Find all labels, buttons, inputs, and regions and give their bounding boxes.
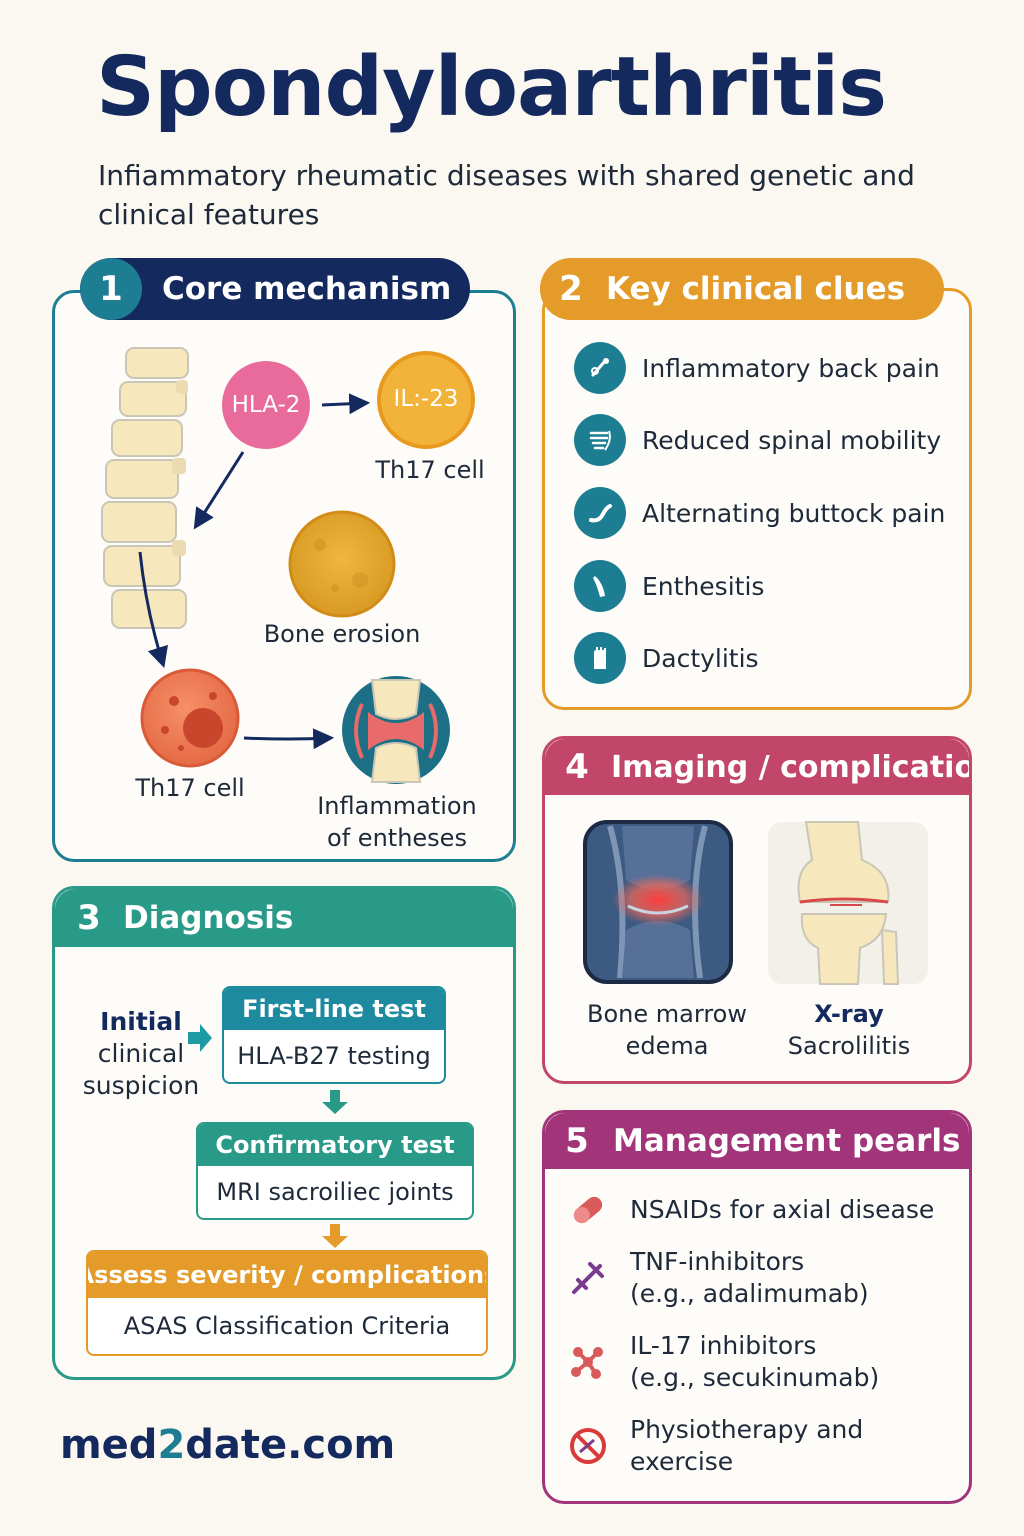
diagnosis-number: 3 <box>65 894 113 942</box>
subtitle-line-1: Infiammatory rheumatic diseases with sha… <box>98 159 915 192</box>
bone-marrow-label: Bone marrow edema <box>578 998 756 1062</box>
management-line-1: TNF-inhibitors <box>630 1247 805 1276</box>
management-item: IL-17 inhibitors (e.g., secukinumab) <box>568 1330 879 1394</box>
xray-line-2: Sacrolilitis <box>787 1032 911 1060</box>
clues-header: 2 Key clinical clues <box>540 258 944 320</box>
clue-label: Reduced spinal mobility <box>642 425 942 455</box>
confirmatory-test-box: Confirmatory test MRI sacroiliec joints <box>196 1122 474 1220</box>
assess-severity-title: Assess severity / complications <box>88 1252 486 1298</box>
management-text: TNF-inhibitors (e.g., adalimumab) <box>630 1246 869 1310</box>
imaging-number: 4 <box>553 743 601 791</box>
inflammation-line-1: Inflammation <box>317 792 477 820</box>
management-header: 5 Management pearls <box>545 1113 969 1169</box>
management-item: TNF-inhibitors (e.g., adalimumab) <box>568 1246 869 1310</box>
clue-item: Dactylitis <box>574 632 759 684</box>
clue-label: Dactylitis <box>642 643 759 673</box>
mri-line-1: Bone marrow <box>587 1000 747 1028</box>
imaging-title: Imaging / complications <box>611 749 969 785</box>
mechanism-number: 1 <box>80 258 142 320</box>
confirmatory-test-value: MRI sacroiliec joints <box>216 1178 454 1206</box>
mechanism-title: Core mechanism <box>162 271 452 307</box>
molecule-icon <box>571 1347 603 1379</box>
xray-line-1: X-ray <box>814 1000 884 1028</box>
first-line-test-title: First-line test <box>224 988 444 1030</box>
back-pain-icon <box>574 342 626 394</box>
management-card <box>542 1110 972 1504</box>
clue-label: Alternating buttock pain <box>642 498 946 528</box>
brand-post: date.com <box>185 1422 396 1468</box>
management-item: Physiotherapy and exercise <box>568 1414 863 1478</box>
enthesitis-icon <box>574 560 626 612</box>
clue-label: Inflammatory back pain <box>642 353 940 383</box>
confirmatory-test-title: Confirmatory test <box>198 1124 472 1166</box>
initial-line-2: clinical <box>97 1039 185 1068</box>
hla-label: HLA-2 <box>231 392 301 418</box>
buttock-pain-icon <box>574 487 626 539</box>
first-line-test-value: HLA-B27 testing <box>237 1042 431 1070</box>
clue-item: Alternating buttock pain <box>574 487 945 539</box>
assess-severity-value: ASAS Classification Criteria <box>123 1312 451 1340</box>
management-line-1: IL-17 inhibitors <box>630 1331 817 1360</box>
th17-bottom-label: Th17 cell <box>135 774 245 802</box>
initial-line-1: Initial <box>100 1007 182 1036</box>
brand-logo[interactable]: med2date.com <box>60 1422 395 1468</box>
clue-item: Enthesitis <box>574 560 764 612</box>
nsaid-pill-icon <box>573 1196 603 1224</box>
initial-line-3: suspicion <box>82 1071 200 1100</box>
xray-label: X-ray Sacrolilitis <box>774 998 924 1062</box>
mri-line-2: edema <box>625 1032 709 1060</box>
initial-suspicion-label: Initial clinical suspicion <box>76 1006 206 1102</box>
no-symbol-icon <box>570 1428 606 1464</box>
management-line-2: (e.g., adalimumab) <box>630 1279 869 1308</box>
th17-top-label: Th17 cell <box>375 456 485 484</box>
diagnosis-title: Diagnosis <box>123 900 294 936</box>
il23-label: IL:-23 <box>393 386 459 412</box>
subtitle-line-2: clinical features <box>98 198 320 231</box>
management-item: NSAIDs for axial disease <box>568 1190 934 1230</box>
inflammation-label: Inflammation of entheses <box>306 790 488 854</box>
clue-item: Inflammatory back pain <box>574 342 940 394</box>
clue-label: Enthesitis <box>642 571 765 601</box>
management-line-1: NSAIDs for axial disease <box>630 1195 935 1224</box>
management-number: 5 <box>553 1117 601 1165</box>
clues-title: Key clinical clues <box>606 271 906 307</box>
spine-mobility-icon <box>574 414 626 466</box>
diagnosis-header: 3 Diagnosis <box>55 889 513 947</box>
management-text: NSAIDs for axial disease <box>630 1194 934 1226</box>
syringe-icon <box>572 1262 604 1294</box>
brand-num: 2 <box>157 1422 186 1468</box>
management-line-1: Physiotherapy and <box>630 1415 864 1444</box>
dactylitis-icon <box>574 632 626 684</box>
management-line-2: (e.g., secukinumab) <box>630 1363 880 1392</box>
clues-number: 2 <box>540 258 602 320</box>
brand-pre: med <box>60 1422 158 1468</box>
management-text: Physiotherapy and exercise <box>630 1414 863 1478</box>
inflammation-line-2: of entheses <box>327 824 467 852</box>
clue-item: Reduced spinal mobility <box>574 414 941 466</box>
first-line-test-box: First-line test HLA-B27 testing <box>222 986 446 1084</box>
page-title: Spondyloarthritis <box>96 40 887 135</box>
imaging-header: 4 Imaging / complications <box>545 739 969 795</box>
bone-erosion-label: Bone erosion <box>263 620 421 648</box>
mechanism-header: 1 Core mechanism <box>80 258 470 320</box>
management-line-2: exercise <box>630 1447 734 1476</box>
management-title: Management pearls <box>613 1123 961 1159</box>
assess-severity-box: Assess severity / complications ASAS Cla… <box>86 1250 488 1356</box>
management-text: IL-17 inhibitors (e.g., secukinumab) <box>630 1330 879 1394</box>
page-subtitle: Infiammatory rheumatic diseases with sha… <box>98 156 958 234</box>
